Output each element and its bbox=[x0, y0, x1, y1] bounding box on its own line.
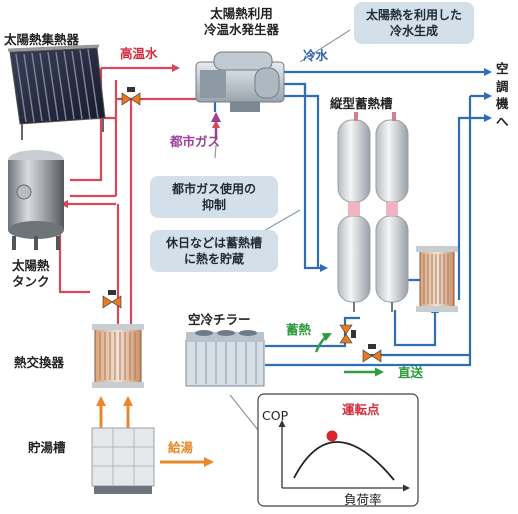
chiller-label: 太陽熱利用 冷温水発生器 bbox=[204, 6, 279, 37]
callout-leaders bbox=[214, 29, 351, 431]
chiller-label-line1: 太陽熱利用 bbox=[210, 6, 273, 21]
city-gas-arrow-head bbox=[211, 112, 221, 122]
high-temp-water-label: 高温水 bbox=[120, 46, 158, 61]
direct-supply-label: 直送 bbox=[398, 365, 424, 380]
hot-water-tank bbox=[91, 427, 155, 494]
hot-water-supply-label: 給湯 bbox=[168, 440, 194, 455]
solar-collector bbox=[7, 44, 106, 140]
callout-line: 休日などは蓄熱槽 bbox=[165, 236, 262, 250]
solar-tank-label-line2: タンク bbox=[12, 273, 50, 289]
solar-tank bbox=[8, 150, 64, 250]
load-rate-axis-label: 負荷率 bbox=[344, 492, 382, 507]
callout-line: 太陽熱を利用した bbox=[365, 8, 462, 22]
callout-holiday-storage: 休日などは蓄熱槽 に熱を貯蔵 bbox=[150, 230, 278, 273]
solar-tank-label-line1: 太陽熱 bbox=[12, 258, 50, 273]
cold-water-piping bbox=[213, 68, 492, 367]
absorption-chiller bbox=[195, 51, 285, 112]
operating-point-marker bbox=[326, 430, 338, 442]
to-ac-char: 調 bbox=[496, 78, 509, 94]
vertical-storage-tanks bbox=[337, 112, 409, 312]
air-cooled-chiller bbox=[185, 330, 265, 387]
callout-line: に熱を貯蔵 bbox=[183, 252, 244, 267]
air-chiller-label: 空冷チラー bbox=[188, 312, 251, 327]
city-gas-label: 都市ガス bbox=[170, 134, 221, 149]
heat-storage-label: 蓄熱 bbox=[286, 322, 312, 337]
green-arrows bbox=[314, 332, 384, 377]
cop-curve bbox=[293, 441, 395, 481]
to-ac-label: 空 調 機 へ bbox=[496, 60, 509, 130]
callout-line: 都市ガス使用の bbox=[171, 182, 256, 196]
vertical-tank-label: 縦型蓄熱槽 bbox=[330, 96, 393, 111]
heat-exchanger-left bbox=[92, 324, 144, 388]
cold-water-label: 冷水 bbox=[303, 48, 329, 63]
callout-cold-water-generation: 太陽熱を利用した 冷水生成 bbox=[354, 2, 474, 45]
chiller-label-line2: 冷温水発生器 bbox=[204, 21, 280, 37]
to-ac-char: 空 bbox=[496, 61, 509, 76]
cop-chart-inset bbox=[257, 393, 419, 507]
solar-collector-label: 太陽熱集熱器 bbox=[4, 32, 80, 47]
heat-exchanger-label: 熱交換器 bbox=[14, 355, 65, 370]
valves bbox=[102, 87, 382, 363]
heat-exchanger-right bbox=[416, 246, 458, 312]
solar-tank-label: 太陽熱 タンク bbox=[12, 258, 50, 289]
cop-axis-label: COP bbox=[262, 408, 289, 423]
callout-gas-use-reduction: 都市ガス使用の 抑制 bbox=[150, 176, 278, 219]
callout-line: 冷水生成 bbox=[389, 24, 438, 39]
hot-water-tank-label: 貯湯槽 bbox=[28, 440, 66, 455]
callout-line: 抑制 bbox=[201, 198, 226, 213]
operating-point-label: 運転点 bbox=[342, 402, 380, 417]
to-ac-char: へ bbox=[496, 113, 509, 129]
to-ac-char: 機 bbox=[496, 96, 509, 111]
